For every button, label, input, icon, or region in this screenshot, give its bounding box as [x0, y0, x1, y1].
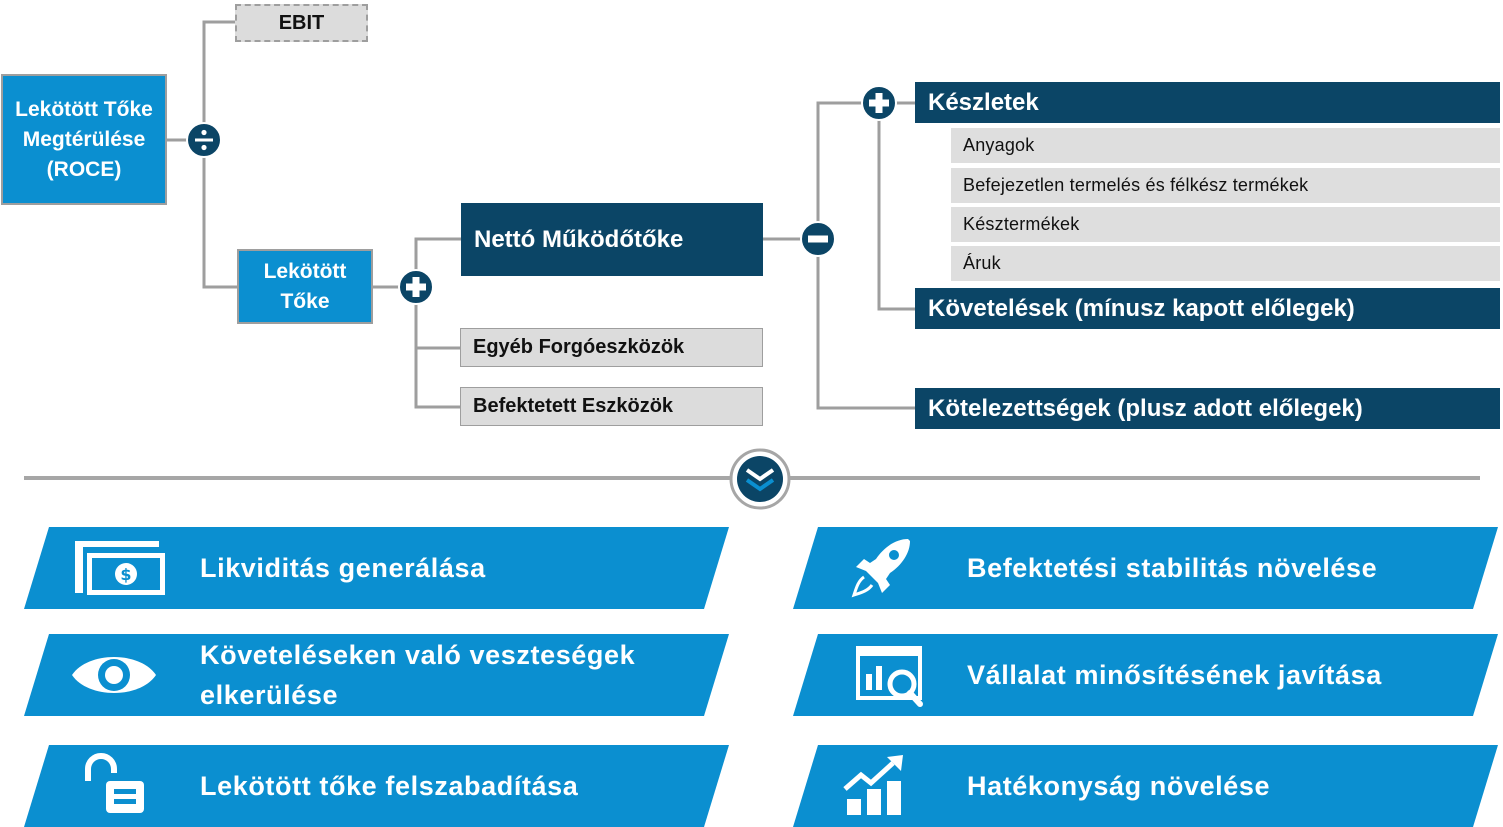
liabilities-label: Kötelezettségek (plusz adott előlegek): [928, 394, 1363, 422]
roce-box: Lekötött Tőke Megtérülése (ROCE): [1, 74, 167, 205]
receivables-label: Követelések (mínusz kapott előlegek): [928, 294, 1355, 322]
benefit-banner: Vállalat minősítésének javítása: [793, 634, 1498, 716]
fixed-assets-box: Befektetett Eszközök: [460, 387, 763, 426]
inventory-item: Késztermékek: [951, 207, 1500, 242]
benefit-banner: $ Likviditás generálása: [24, 527, 729, 609]
benefit-label: Vállalat minősítésének javítása: [967, 660, 1382, 690]
benefit-banner: Követeléseken való veszteségek elkerülés…: [24, 634, 729, 716]
receivables-box: Követelések (mínusz kapott előlegek): [915, 288, 1500, 329]
capital-employed-box: Lekötött Tőke: [237, 249, 373, 324]
inventory-item: Befejezetlen termelés és félkész terméke…: [951, 168, 1500, 203]
ebit-box: EBIT: [235, 4, 368, 42]
inventory-item: Anyagok: [951, 128, 1500, 163]
svg-text:$: $: [120, 565, 131, 584]
growth-chart-icon: [843, 755, 903, 815]
rocket-icon: [851, 539, 910, 598]
benefit-label: Lekötött tőke felszabadítása: [200, 771, 579, 801]
eye-icon: [72, 657, 156, 693]
benefit-banner: Lekötött tőke felszabadítása: [24, 745, 729, 827]
liabilities-box: Kötelezettségek (plusz adott előlegek): [915, 388, 1500, 429]
inventory-box: Készletek: [915, 82, 1500, 123]
plus-operator-icon: [861, 85, 897, 121]
other-current-assets-box: Egyéb Forgóeszközök: [460, 328, 763, 367]
capital-employed-label: Lekötött Tőke: [263, 259, 347, 313]
report-search-icon: [856, 646, 923, 707]
inventory-item: Áruk: [951, 246, 1500, 281]
inventory-item-label: Késztermékek: [963, 214, 1080, 234]
net-working-capital-label: Nettó Működőtőke: [474, 225, 684, 253]
inventory-label: Készletek: [928, 88, 1039, 116]
benefit-label: Likviditás generálása: [200, 553, 486, 583]
unlock-icon: [85, 753, 144, 813]
benefit-label: Befektetési stabilitás növelése: [967, 553, 1378, 583]
net-working-capital-box: Nettó Működőtőke: [461, 203, 763, 276]
plus-operator-icon: [398, 269, 434, 305]
benefit-label: Követeléseken való veszteségek elkerülés…: [200, 640, 636, 710]
cash-icon: $: [75, 541, 165, 595]
minus-operator-icon: [800, 221, 836, 257]
chevron-down-icon: [729, 448, 791, 510]
inventory-item-label: Áruk: [963, 253, 1001, 273]
fixed-assets-label: Befektetett Eszközök: [473, 395, 674, 417]
benefit-label: Hatékonyság növelése: [967, 771, 1271, 801]
benefit-banner: Befektetési stabilitás növelése: [793, 527, 1498, 609]
ebit-label: EBIT: [278, 11, 325, 34]
other-current-assets-label: Egyéb Forgóeszközök: [473, 336, 685, 358]
roce-label: Lekötött Tőke Megtérülése (ROCE): [15, 97, 153, 181]
inventory-item-label: Anyagok: [963, 135, 1035, 155]
divide-operator-icon: [186, 122, 222, 158]
benefit-banner: Hatékonyság növelése: [793, 745, 1498, 827]
inventory-item-label: Befejezetlen termelés és félkész terméke…: [963, 175, 1309, 195]
